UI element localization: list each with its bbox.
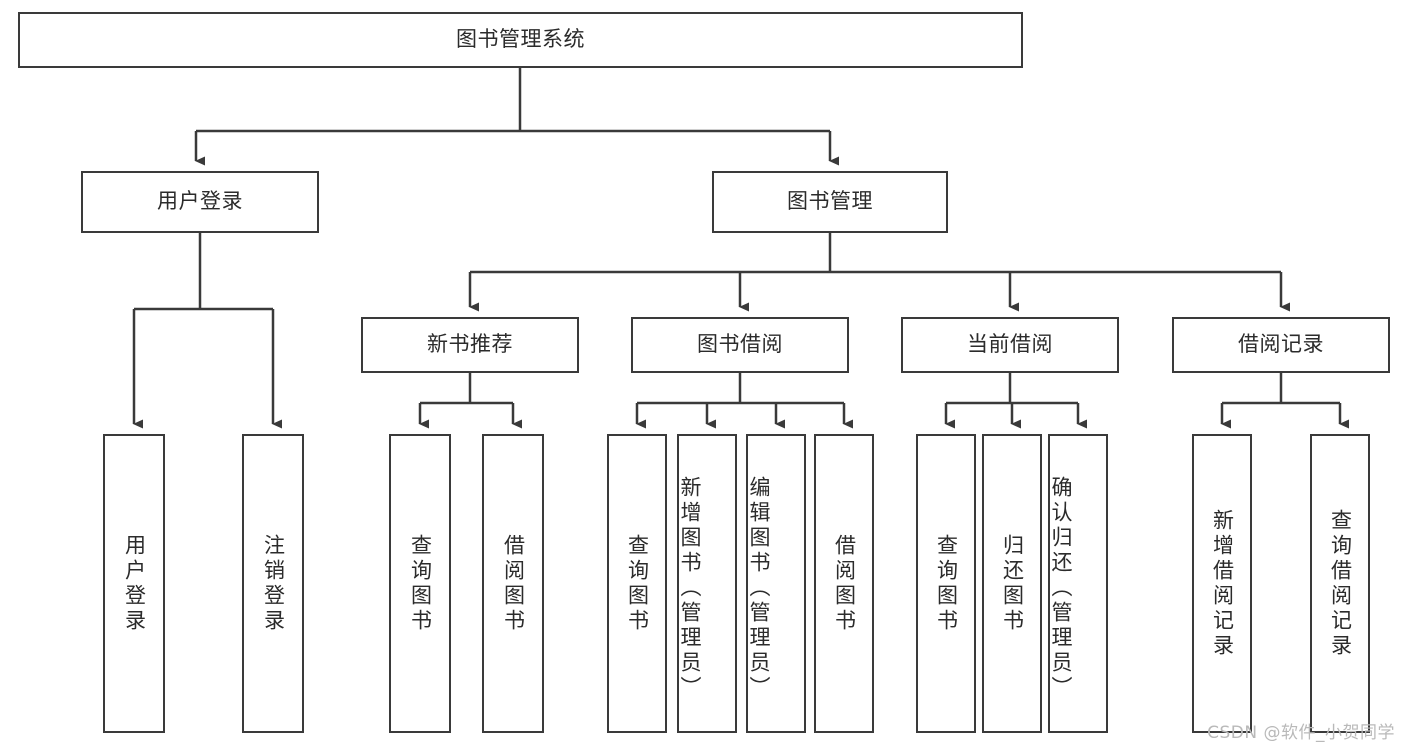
leaf-borrow-book[interactable]: 借阅图书	[814, 434, 874, 733]
node-new-book-recommend[interactable]: 新书推荐	[361, 317, 579, 373]
leaf-add-book-admin[interactable]: 新增图书（管理员）	[677, 434, 737, 733]
leaf-edit-book-admin[interactable]: 编辑图书（管理员）	[746, 434, 806, 733]
leaf-user-login-label: 用户登录	[122, 533, 147, 634]
node-root[interactable]: 图书管理系统	[18, 12, 1023, 68]
leaf-add-borrow-record[interactable]: 新增借阅记录	[1192, 434, 1252, 733]
node-book-management-label: 图书管理	[787, 189, 873, 214]
watermark-text: CSDN @软件_小贺同学	[1207, 723, 1395, 743]
node-book-management[interactable]: 图书管理	[712, 171, 948, 233]
leaf-confirm-return-admin[interactable]: 确认归还（管理员）	[1048, 434, 1108, 733]
leaf-user-login[interactable]: 用户登录	[103, 434, 165, 733]
node-borrow-record-label: 借阅记录	[1238, 332, 1324, 357]
leaf-newbook-query-book-label: 查询图书	[408, 533, 433, 634]
leaf-query-borrow-record-label: 查询借阅记录	[1328, 508, 1353, 659]
leaf-edit-book-admin-label: 编辑图书（管理员）	[747, 476, 771, 701]
node-book-borrow[interactable]: 图书借阅	[631, 317, 849, 373]
leaf-current-query-book[interactable]: 查询图书	[916, 434, 976, 733]
leaf-borrow-book-label: 借阅图书	[832, 533, 857, 634]
leaf-newbook-borrow-book-label: 借阅图书	[501, 533, 526, 634]
node-user-login[interactable]: 用户登录	[81, 171, 319, 233]
node-user-login-label: 用户登录	[157, 189, 243, 214]
node-current-borrow-label: 当前借阅	[967, 332, 1053, 357]
leaf-newbook-query-book[interactable]: 查询图书	[389, 434, 451, 733]
node-new-book-recommend-label: 新书推荐	[427, 332, 513, 357]
node-book-borrow-label: 图书借阅	[697, 332, 783, 357]
leaf-query-borrow-record[interactable]: 查询借阅记录	[1310, 434, 1370, 733]
node-current-borrow[interactable]: 当前借阅	[901, 317, 1119, 373]
leaf-newbook-borrow-book[interactable]: 借阅图书	[482, 434, 544, 733]
leaf-add-book-admin-label: 新增图书（管理员）	[678, 476, 702, 701]
leaf-borrow-query-book[interactable]: 查询图书	[607, 434, 667, 733]
node-borrow-record[interactable]: 借阅记录	[1172, 317, 1390, 373]
leaf-borrow-query-book-label: 查询图书	[625, 533, 650, 634]
node-root-label: 图书管理系统	[456, 27, 585, 52]
leaf-return-book[interactable]: 归还图书	[982, 434, 1042, 733]
leaf-add-borrow-record-label: 新增借阅记录	[1210, 508, 1235, 659]
leaf-return-book-label: 归还图书	[1000, 533, 1025, 634]
leaf-user-logout[interactable]: 注销登录	[242, 434, 304, 733]
leaf-user-logout-label: 注销登录	[261, 533, 286, 634]
leaf-current-query-book-label: 查询图书	[934, 533, 959, 634]
leaf-confirm-return-admin-label: 确认归还（管理员）	[1049, 476, 1073, 701]
